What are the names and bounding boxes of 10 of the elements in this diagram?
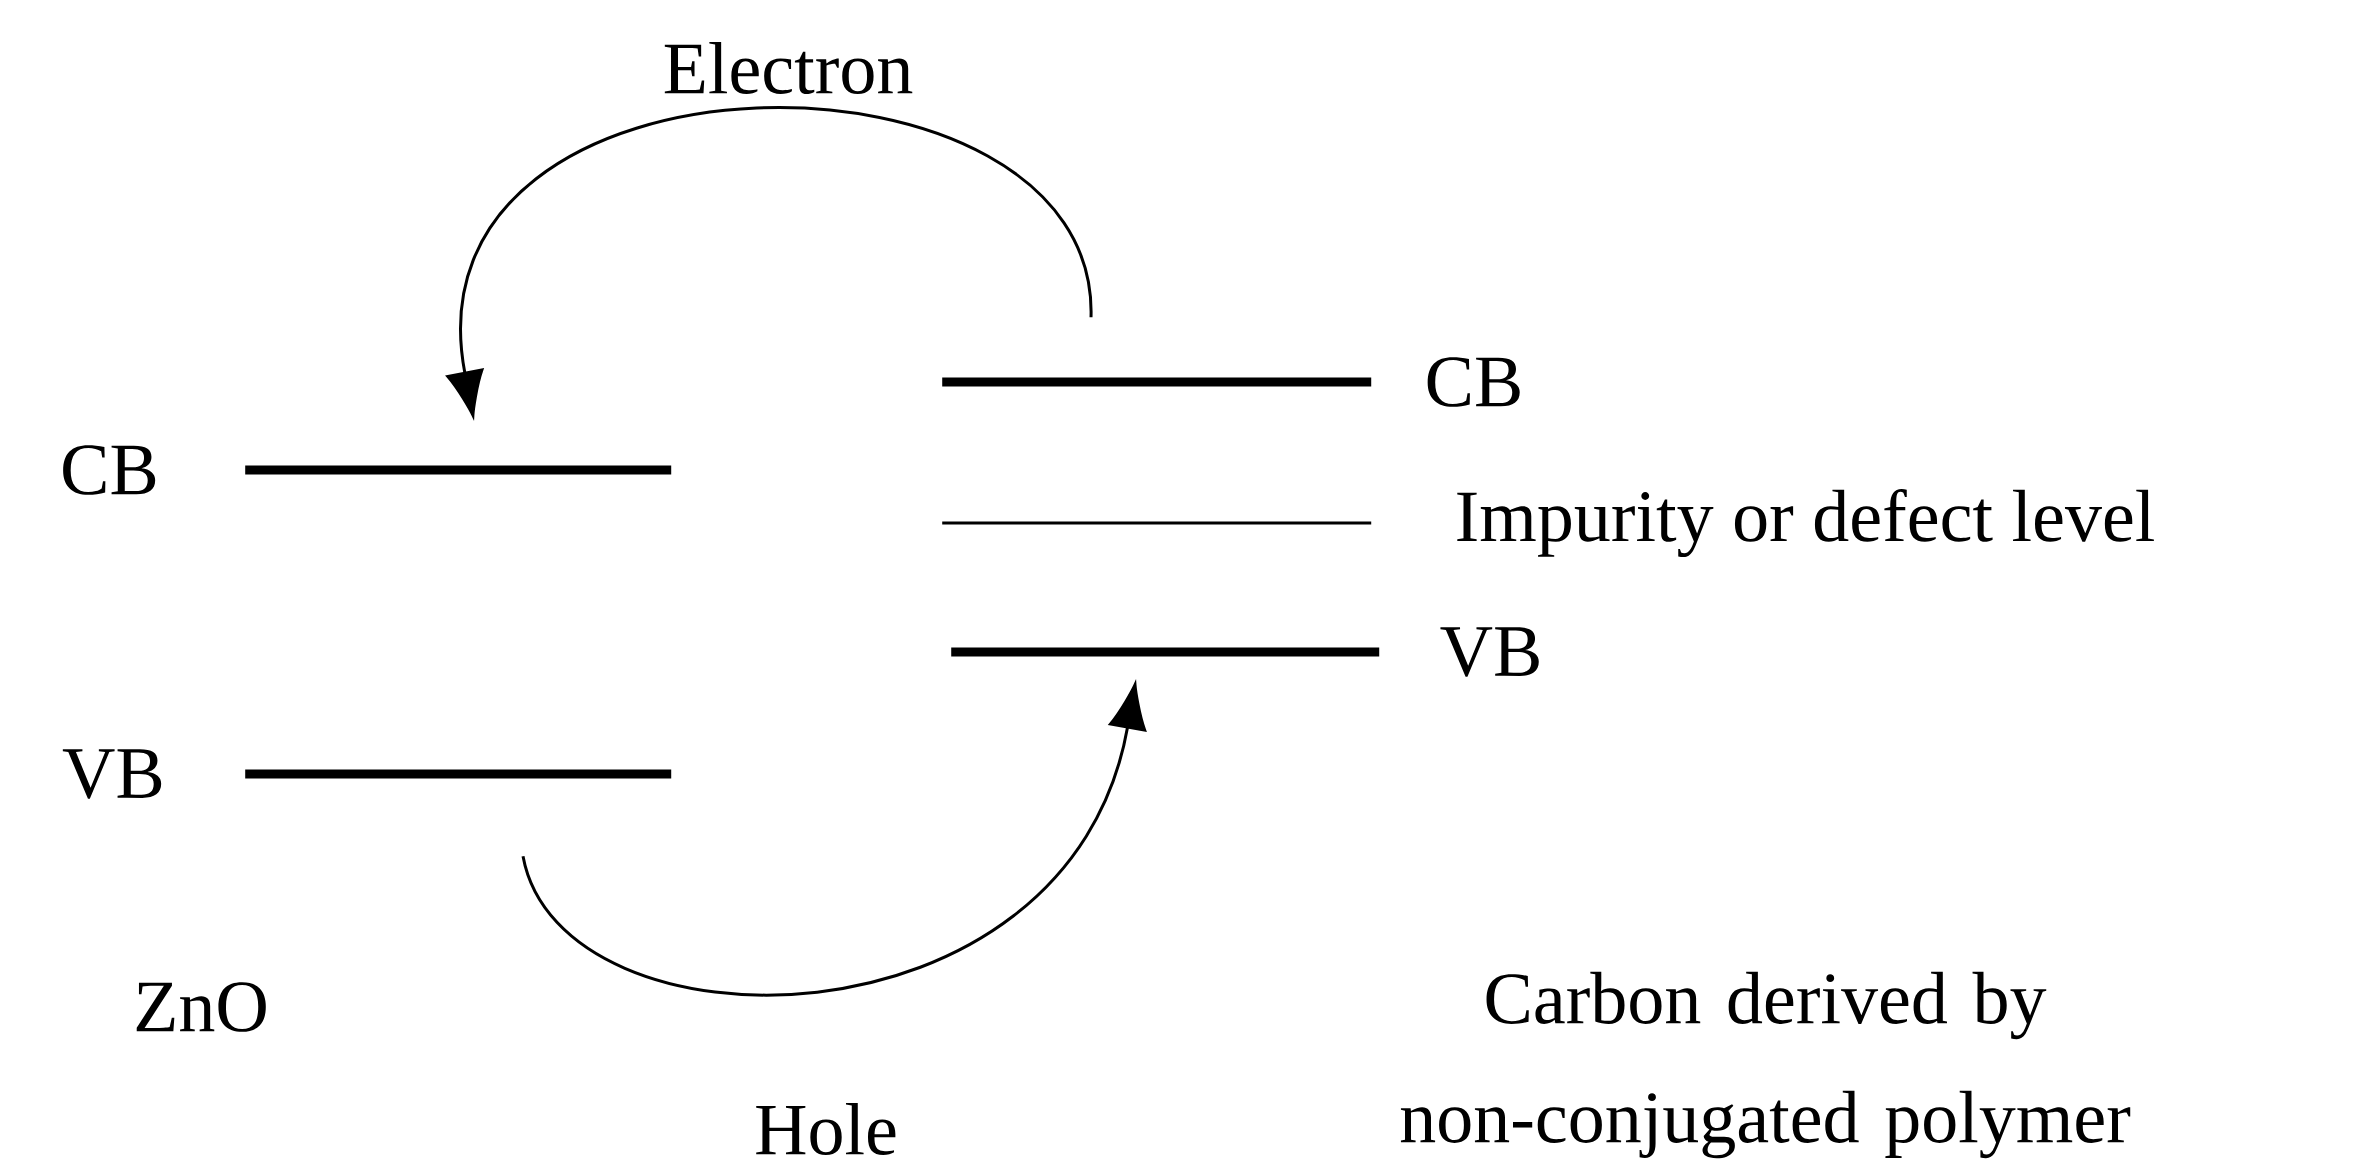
level-label: CB	[63, 445, 156, 495]
level-label: VB	[1440, 627, 1539, 677]
edge-label: Electron	[664, 41, 913, 95]
level-label: CB	[1427, 357, 1520, 407]
edge-label: Hole	[756, 1103, 896, 1156]
level-label: Impurity or defect level	[1457, 488, 2154, 558]
energy-level-line	[942, 521, 1372, 525]
material-label: ZnO	[136, 982, 266, 1032]
material-label: Carbon derived by non-conjugated polymer	[1400, 971, 2131, 1159]
level-label: VB	[62, 749, 162, 799]
